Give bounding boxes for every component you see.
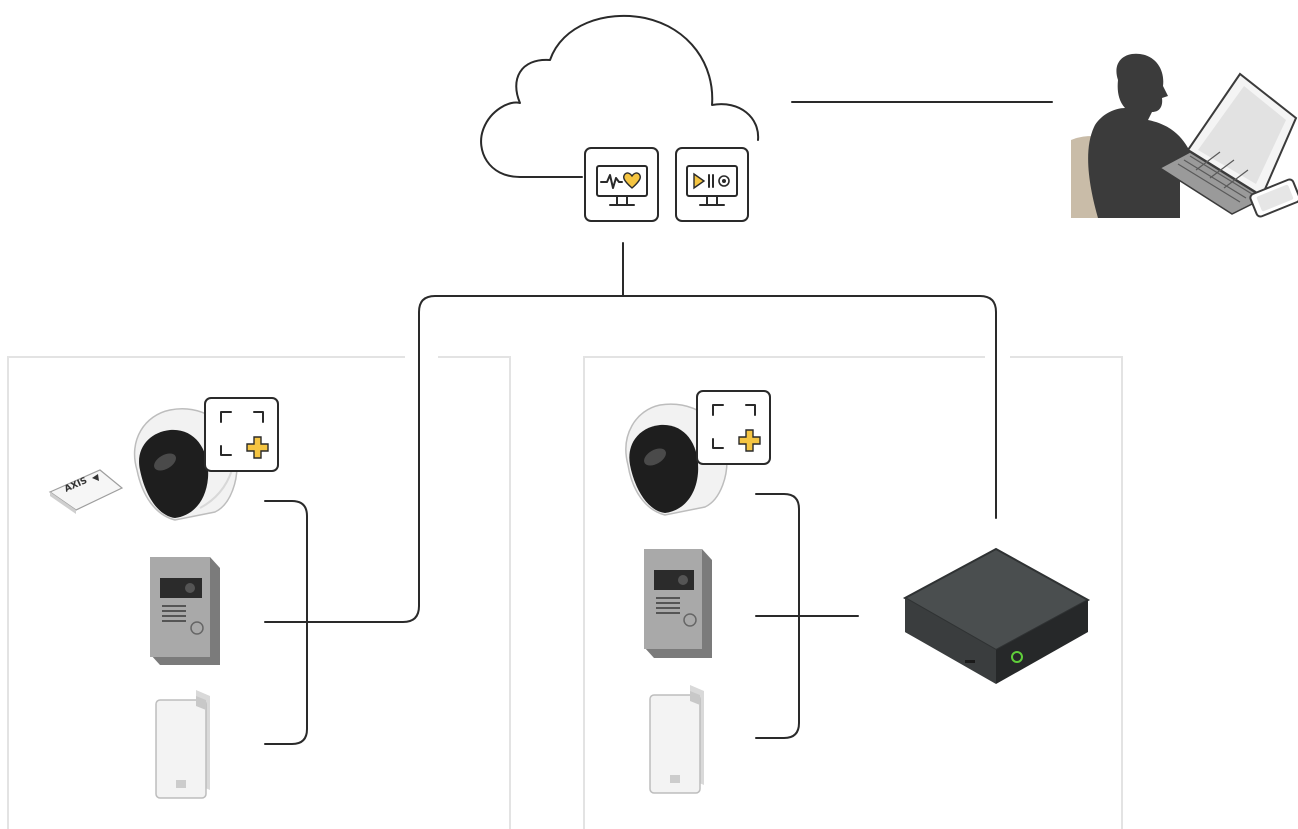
connection-lines: [264, 101, 1053, 745]
network-recorder-icon: [902, 547, 1091, 684]
site-a-frame: [7, 356, 511, 829]
intercom-icon: [644, 549, 712, 658]
cloud-distribution-line: [418, 295, 997, 522]
site-a-bracket: [264, 500, 308, 745]
sd-card-icon: AXIS: [48, 469, 124, 514]
site-b-frame: [583, 356, 1123, 829]
intercom-icon: [150, 557, 220, 665]
add-scene-icon: [696, 390, 771, 465]
site-a-uplink-line: [264, 520, 420, 623]
health-monitor-icon: [584, 147, 659, 222]
user-at-laptop-icon: [1071, 53, 1298, 218]
add-scene-icon: [204, 397, 279, 472]
speaker-icon: [155, 690, 210, 799]
video-playback-icon: [675, 147, 749, 222]
cloud-icon: [480, 14, 760, 178]
speaker-icon: [649, 685, 704, 794]
